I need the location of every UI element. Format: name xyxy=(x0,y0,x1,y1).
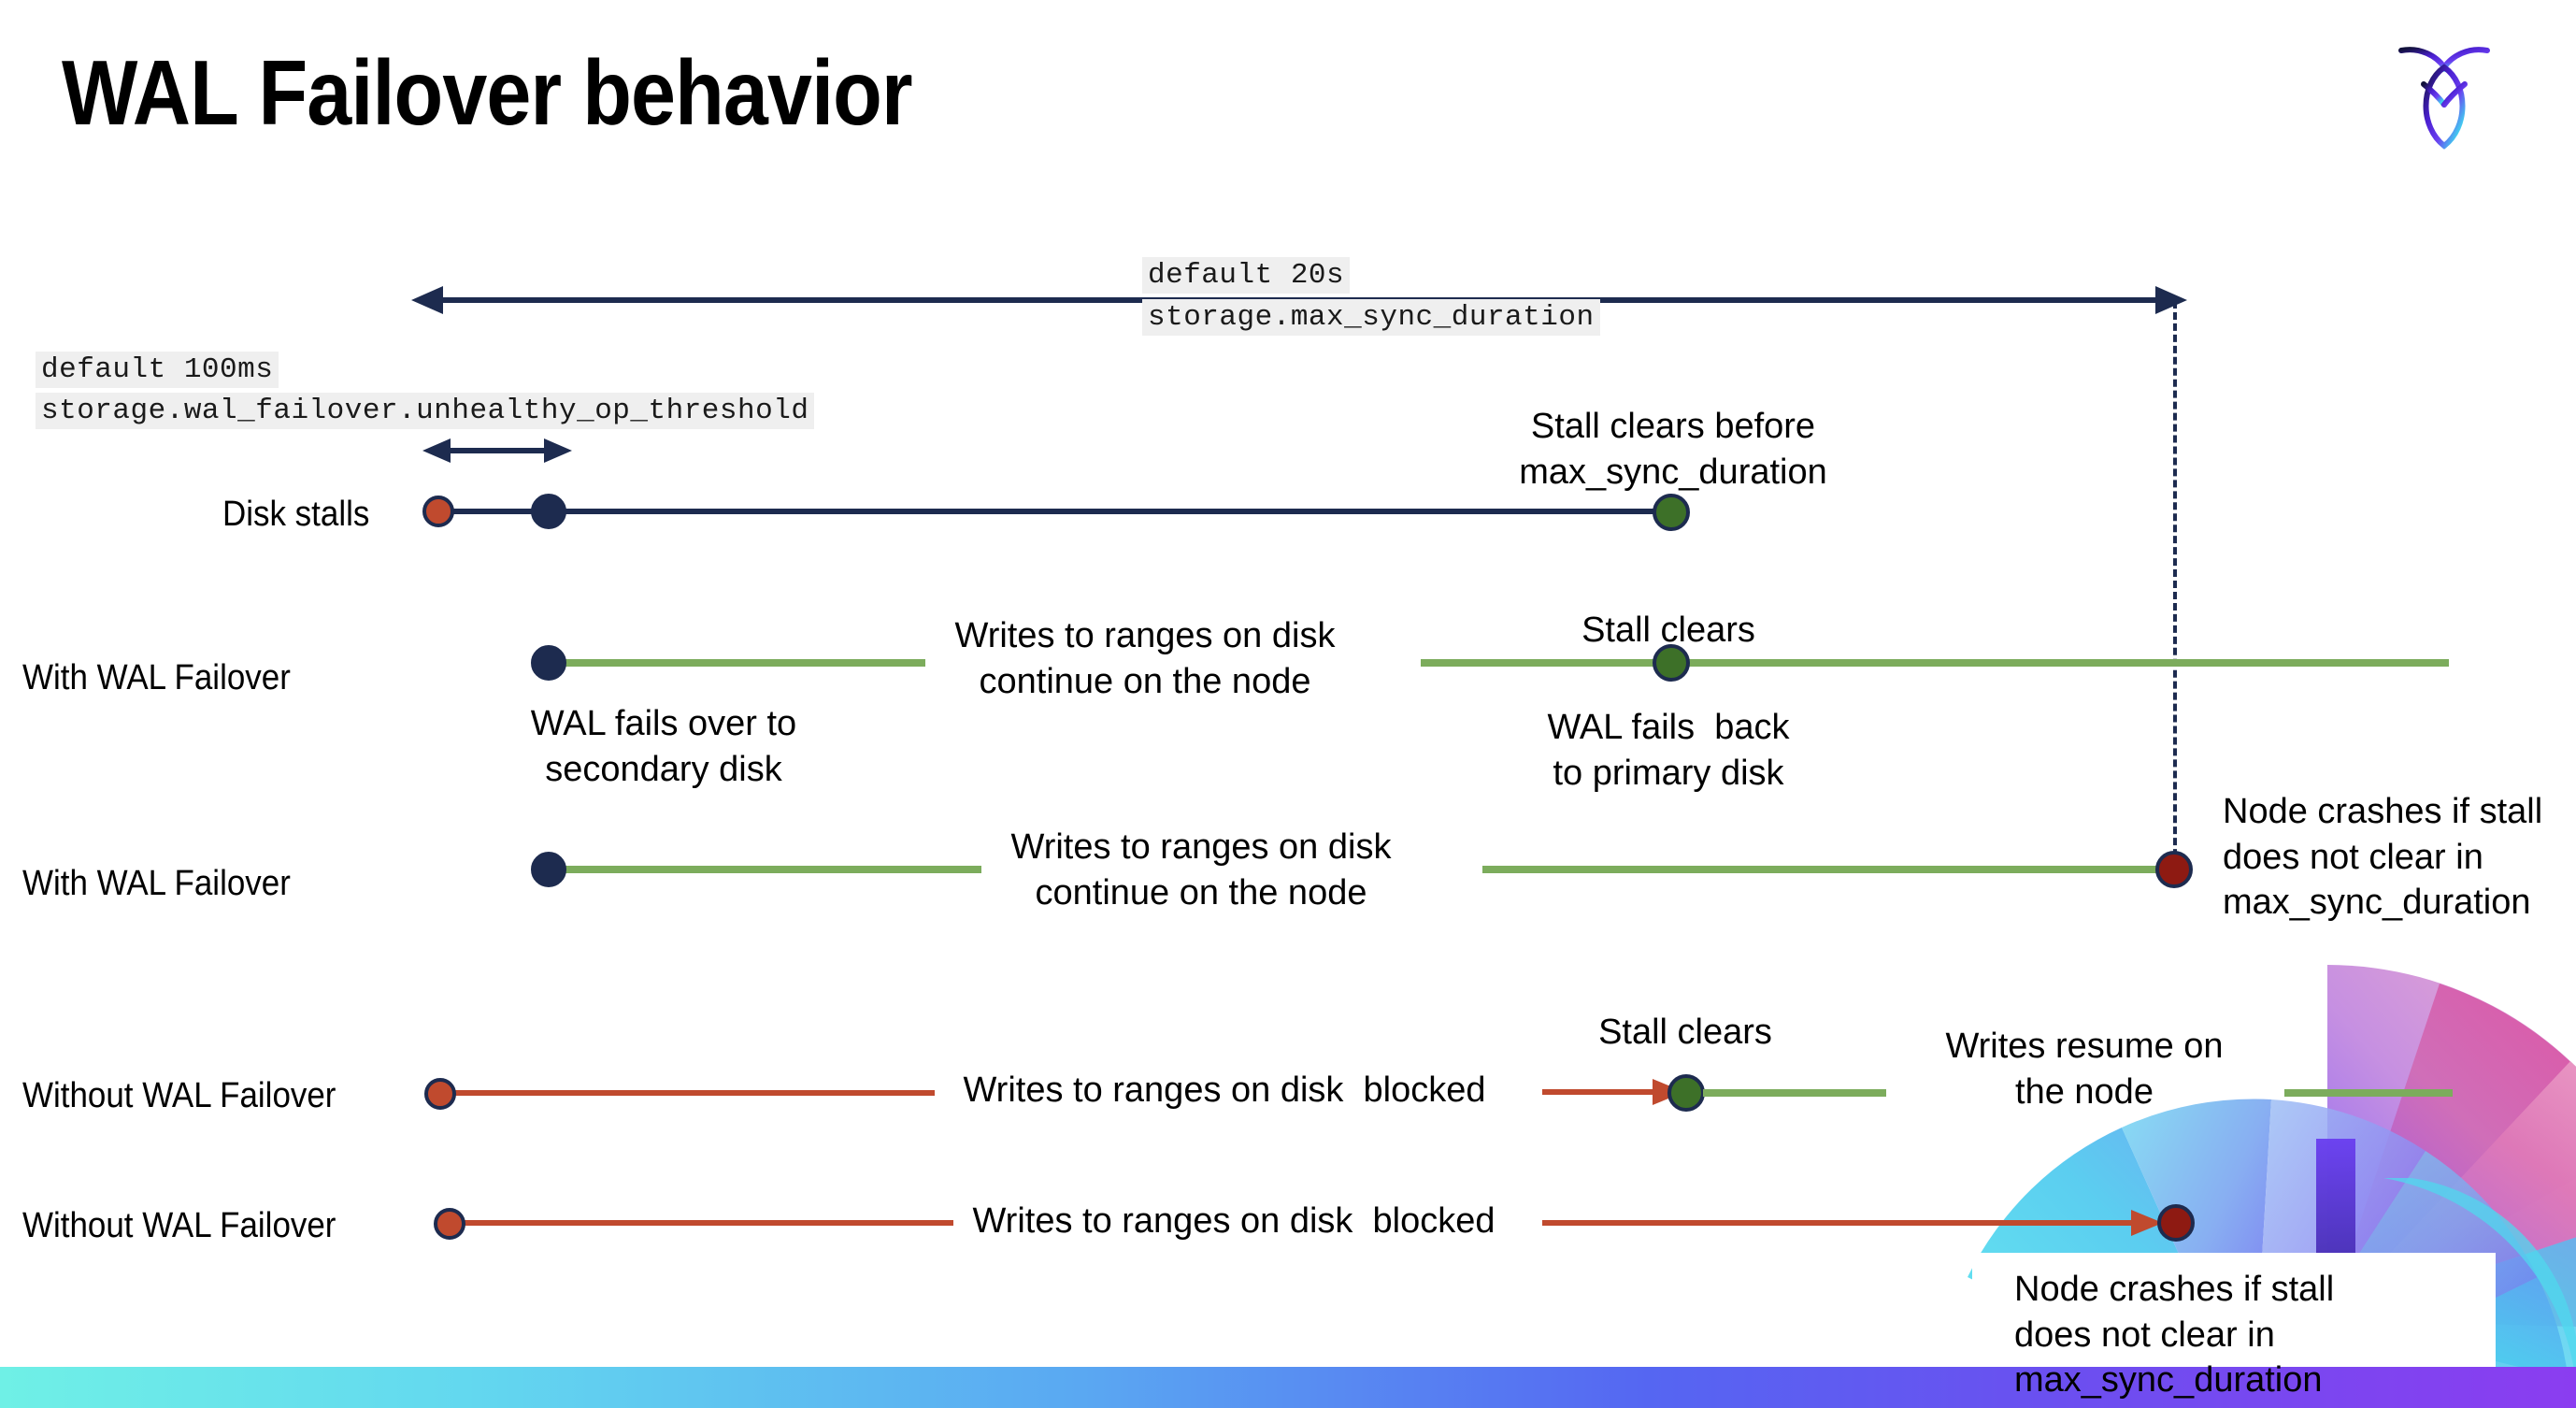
without-wal-failover-1-clear-dot xyxy=(1667,1074,1705,1112)
row-label-disk-stalls: Disk stalls xyxy=(222,495,370,534)
note-wal-fails-back: WAL fails back to primary disk xyxy=(1547,708,1790,793)
without-wal-failover-2-blocked-line xyxy=(458,1220,953,1226)
with-wal-failover-1-failover-dot xyxy=(531,645,566,681)
row-label-with-wal-failover-2: With WAL Failover xyxy=(22,864,291,903)
unhealthy-op-threshold-span-arrow xyxy=(422,432,572,469)
note-stall-clears-2: Stall clears xyxy=(1598,1013,1772,1052)
without-wal-failover-2-start-dot xyxy=(434,1208,465,1240)
with-wal-failover-1-segment-b xyxy=(1421,659,2449,667)
with-wal-failover-2-segment-a xyxy=(542,866,981,873)
disk-stalls-failover-dot xyxy=(531,494,566,529)
max-sync-duration-setting-label: storage.max_sync_duration xyxy=(1142,299,1600,336)
max-sync-duration-default-label: default 20s xyxy=(1142,257,1351,294)
note-stall-clears-1: Stall clears xyxy=(1581,611,1755,650)
without-wal-failover-1-resume-line-a xyxy=(1703,1089,1886,1097)
bottom-gradient-bar xyxy=(0,1367,2576,1408)
note-writes-blocked-1: Writes to ranges on disk blocked xyxy=(963,1070,1486,1110)
page-title: WAL Failover behavior xyxy=(62,41,913,144)
note-stall-clears-before-max-sync: Stall clears before max_sync_duration xyxy=(1519,407,1827,492)
note-writes-continue-1: Writes to ranges on disk continue on the… xyxy=(954,616,1336,701)
with-wal-failover-2-failover-dot xyxy=(531,852,566,887)
note-node-crashes-1: Node crashes if stall does not clear in … xyxy=(2223,792,2543,923)
with-wal-failover-2-segment-b xyxy=(1482,866,2174,873)
without-wal-failover-2-crash-dot xyxy=(2157,1204,2195,1242)
note-writes-resume: Writes resume on the node xyxy=(1945,1027,2224,1112)
disk-stalls-start-dot xyxy=(422,496,454,527)
without-wal-failover-1-blocked-line xyxy=(449,1090,935,1096)
without-wal-failover-1-start-dot xyxy=(424,1078,456,1110)
without-wal-failover-2-blocked-arrow xyxy=(1542,1206,2168,1240)
with-wal-failover-2-crash-dot xyxy=(2155,851,2193,888)
with-wal-failover-1-segment-a xyxy=(542,659,925,667)
row-label-with-wal-failover-1: With WAL Failover xyxy=(22,658,291,697)
disk-stalls-clear-dot xyxy=(1653,494,1690,531)
unhealthy-op-threshold-setting-label: storage.wal_failover.unhealthy_op_thresh… xyxy=(36,393,815,429)
row-label-without-wal-failover-1: Without WAL Failover xyxy=(22,1076,336,1115)
unhealthy-op-threshold-default-label: default 100ms xyxy=(36,352,279,388)
cockroachdb-logo xyxy=(2388,30,2500,151)
without-wal-failover-1-resume-line-b xyxy=(2284,1089,2453,1097)
note-wal-fails-over: WAL fails over to secondary disk xyxy=(530,704,797,789)
note-writes-blocked-2: Writes to ranges on disk blocked xyxy=(972,1201,1496,1241)
note-writes-continue-2: Writes to ranges on disk continue on the… xyxy=(1010,827,1392,912)
max-sync-duration-dashed-guide xyxy=(2173,301,2177,879)
note-node-crashes-2: Node crashes if stall does not clear in … xyxy=(2014,1270,2335,1401)
with-wal-failover-1-clear-dot xyxy=(1653,644,1690,682)
row-label-without-wal-failover-2: Without WAL Failover xyxy=(22,1206,336,1245)
disk-stalls-timeline xyxy=(439,509,1673,514)
